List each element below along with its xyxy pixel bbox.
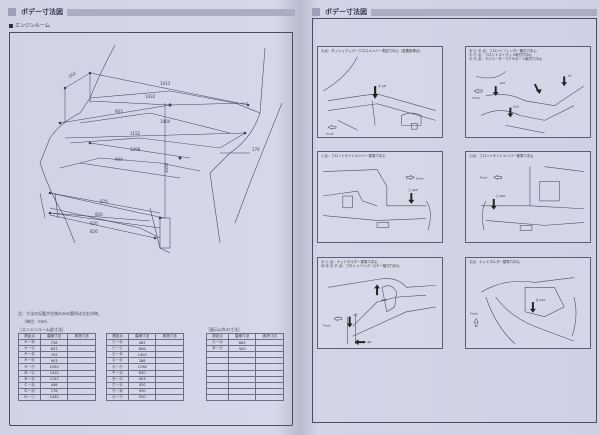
header-bar bbox=[67, 8, 295, 16]
svg-text:920: 920 bbox=[95, 212, 103, 217]
caption-line: Ⓚ Ⓛ 点：ナットホルダー基準穴中心 bbox=[321, 260, 378, 264]
left-page: ボデー寸法図 エンジンルーム bbox=[0, 0, 298, 435]
svg-text:Front: Front bbox=[480, 175, 488, 179]
svg-text:903: 903 bbox=[115, 157, 123, 162]
cell bbox=[155, 393, 184, 402]
cell: 1432 bbox=[39, 393, 69, 402]
detail-panel-kl: φ10 φ8 φ8 Front Ⓚ Ⓛ 点：ナットホルダー基準穴中心 Ⓜ Ⓝ Ⓞ… bbox=[317, 257, 443, 349]
cell: Ⓧ－Ⓨ bbox=[106, 393, 129, 402]
panel-caption: Ⓙ点：フロントサイドメンバー基準穴中心 bbox=[469, 154, 534, 158]
unit-label: （単位：mm） bbox=[22, 319, 50, 324]
detail-panel-bcd: φ10 φ7 φ12 Front Ⓑ Ⓒ Ⓓ 点：フロントフェンダー取付穴中心 … bbox=[465, 46, 591, 138]
table-row bbox=[206, 393, 284, 402]
svg-text:920: 920 bbox=[90, 221, 98, 226]
panel-caption: Ⓐ点：ダッシュアッパークロスメンバー測定穴中心（重要部車点） bbox=[321, 49, 423, 53]
caption-line: Ⓜ Ⓝ Ⓞ Ⓟ 点：フロントバンパーステー取付穴中心 bbox=[321, 264, 400, 269]
cell bbox=[67, 393, 96, 402]
svg-text:1050: 1050 bbox=[164, 162, 169, 173]
symmetry-note: 注：寸法の記載が左側のみの箇所は左右対称。 bbox=[18, 311, 102, 316]
page-title: ボデー寸法図 bbox=[21, 8, 63, 16]
svg-text:1432: 1432 bbox=[145, 94, 156, 99]
svg-text:903: 903 bbox=[115, 109, 123, 114]
right-page: ボデー寸法図 Ⓐ φ8 Front Ⓐ点：ダッシュアッパークロスメンバー測定穴中… bbox=[304, 0, 600, 435]
section-bullet-icon bbox=[9, 23, 13, 28]
cell: Ｈ－Ⓘ bbox=[18, 393, 41, 402]
svg-text:1413: 1413 bbox=[160, 81, 171, 86]
caption-line: Ⓔ Ⓕ 点：フロントストラット取付穴中心 bbox=[469, 53, 533, 58]
svg-text:φ10: φ10 bbox=[500, 81, 506, 85]
svg-text:Ⓘ φ20: Ⓘ φ20 bbox=[408, 187, 418, 192]
svg-text:Front: Front bbox=[470, 312, 478, 316]
section-title: エンジンルーム bbox=[9, 22, 50, 29]
page-title: ボデー寸法図 bbox=[325, 8, 367, 16]
cell bbox=[227, 393, 257, 402]
svg-text:φ8: φ8 bbox=[367, 340, 371, 344]
front-label: Front bbox=[326, 132, 334, 136]
svg-text:826: 826 bbox=[90, 229, 98, 234]
engine-room-frame: 652 1413 1432 903 1404 1152 1298 903 826… bbox=[9, 32, 293, 426]
svg-text:1298: 1298 bbox=[130, 147, 141, 152]
detail-panel-q: Ⓠ φ10 Front Ⓠ点：ナットホルダー基準穴中心 bbox=[465, 257, 591, 349]
svg-text:Front: Front bbox=[416, 176, 424, 180]
cell: 920 bbox=[127, 393, 157, 402]
svg-text:Ⓐ φ8: Ⓐ φ8 bbox=[378, 83, 386, 88]
other-dims-table-caption: ［図示以外の寸法］ bbox=[206, 327, 242, 332]
cell bbox=[206, 393, 229, 402]
svg-text:826: 826 bbox=[100, 199, 108, 204]
svg-text:176: 176 bbox=[252, 147, 260, 152]
svg-text:Ⓠ φ10: Ⓠ φ10 bbox=[536, 297, 546, 302]
detail-panel-j: Ⓙ φ20 Front Ⓙ点：フロントサイドメンバー基準穴中心 bbox=[465, 151, 591, 243]
engine-room-table-caption: ［エンジンルーム部寸法］ bbox=[18, 327, 66, 332]
svg-text:652: 652 bbox=[68, 70, 77, 79]
caption-line: Ⓖ Ⓗ 点：ラジエーターコアサポート取付穴中心 bbox=[469, 57, 543, 62]
svg-text:φ8: φ8 bbox=[354, 313, 358, 317]
svg-text:Front: Front bbox=[472, 96, 480, 100]
section-title-text: エンジンルーム bbox=[15, 23, 50, 29]
header-marker bbox=[8, 8, 16, 16]
detail-frame: Ⓐ φ8 Front Ⓐ点：ダッシュアッパークロスメンバー測定穴中心（重要部車点… bbox=[312, 18, 597, 423]
panel-caption: Ⓠ点：ナットホルダー基準穴中心 bbox=[469, 260, 520, 264]
svg-text:Ⓙ φ20: Ⓙ φ20 bbox=[496, 193, 506, 198]
page-header: ボデー寸法図 bbox=[312, 6, 597, 18]
svg-text:Front: Front bbox=[323, 323, 331, 327]
svg-text:1152: 1152 bbox=[130, 131, 141, 136]
svg-text:φ10: φ10 bbox=[381, 298, 387, 302]
svg-text:1404: 1404 bbox=[160, 119, 171, 124]
page-header: ボデー寸法図 bbox=[8, 6, 295, 18]
panel-caption: Ⓚ Ⓛ 点：ナットホルダー基準穴中心 Ⓜ Ⓝ Ⓞ Ⓟ 点：フロントバンパーステー… bbox=[321, 260, 400, 268]
caption-line: Ⓑ Ⓒ Ⓓ 点：フロントフェンダー取付穴中心 bbox=[469, 49, 537, 53]
svg-text:φ12: φ12 bbox=[513, 105, 519, 109]
engine-room-diagram: 652 1413 1432 903 1404 1152 1298 903 826… bbox=[20, 43, 290, 254]
detail-panel-a: Ⓐ φ8 Front Ⓐ点：ダッシュアッパークロスメンバー測定穴中心（重要部車点… bbox=[317, 46, 443, 138]
panel-caption: Ⓑ Ⓒ Ⓓ 点：フロントフェンダー取付穴中心 Ⓔ Ⓕ 点：フロントストラット取付… bbox=[469, 49, 542, 62]
svg-text:φ7: φ7 bbox=[568, 73, 572, 77]
header-bar bbox=[371, 8, 597, 16]
panel-caption: Ⓘ点：フロントサイドメンバー基準穴中心 bbox=[321, 154, 386, 158]
detail-panel-i: Ⓘ φ20 Front Ⓘ点：フロントサイドメンバー基準穴中心 bbox=[317, 151, 443, 243]
header-marker bbox=[312, 8, 320, 16]
cell bbox=[255, 393, 284, 402]
